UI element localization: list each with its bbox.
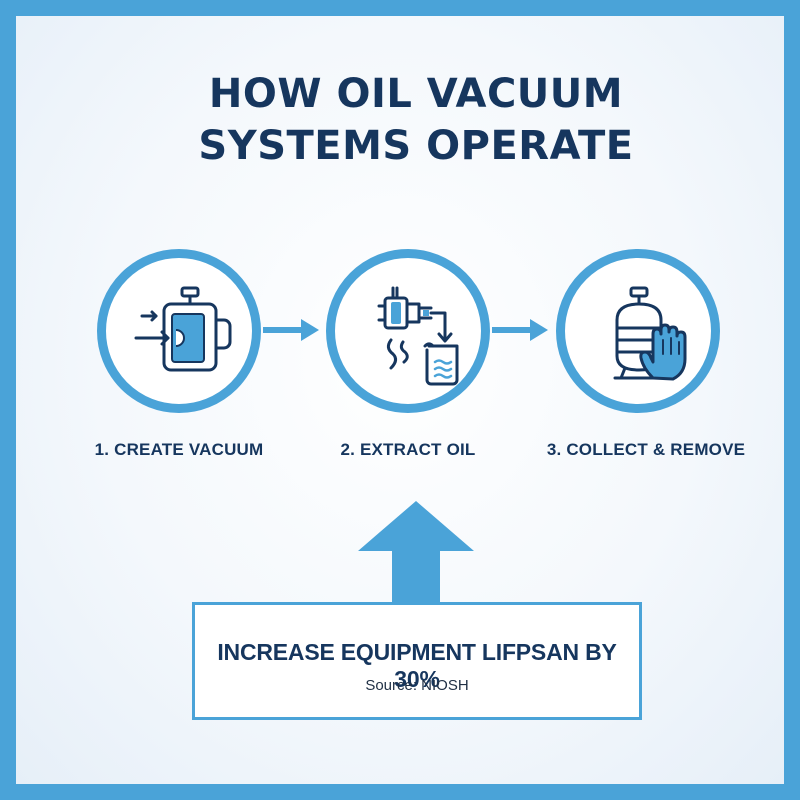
title-line-1: HOW OIL VACUUM — [208, 71, 624, 117]
step-1-label: 1. CREATE VACUUM — [94, 440, 264, 459]
up-arrow-icon — [358, 501, 474, 613]
callout-headline: INCREASE EQUIPMENT LIFPSAN BY 30% — [217, 639, 617, 692]
step-1-circle — [97, 249, 261, 413]
vacuum-pump-icon — [134, 286, 232, 372]
step-3-label: 3. COLLECT & REMOVE — [546, 440, 746, 459]
oil-extraction-icon — [377, 286, 459, 386]
step-2-circle — [326, 249, 490, 413]
callout-box: INCREASE EQUIPMENT LIFPSAN BY 30% Source… — [192, 602, 642, 720]
page-title: HOW OIL VACUUM SYSTEMS OPERATE — [16, 68, 800, 172]
step-arrow-1-icon — [263, 319, 319, 341]
title-line-2: SYSTEMS OPERATE — [198, 123, 634, 169]
step-3-circle — [556, 249, 720, 413]
step-2-label: 2. EXTRACT OIL — [340, 440, 476, 459]
collection-tank-hand-icon — [613, 286, 687, 381]
callout-source: Source: NIOSH — [365, 677, 469, 694]
step-arrow-2-icon — [492, 319, 548, 341]
